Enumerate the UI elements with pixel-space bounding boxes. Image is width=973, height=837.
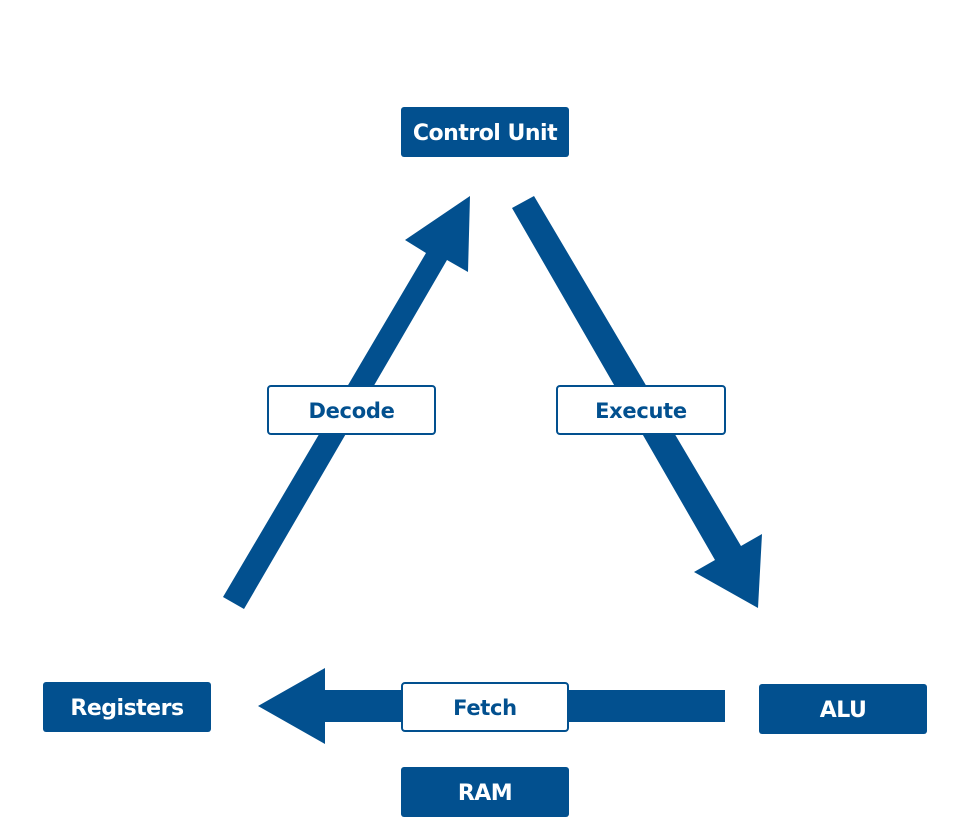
- fetch-label-box: Fetch: [401, 682, 569, 732]
- execute-label-box: Execute: [556, 385, 726, 435]
- decode-label-box: Decode: [267, 385, 436, 435]
- ram-label: RAM: [458, 781, 512, 806]
- control-unit-node: Control Unit: [401, 107, 569, 157]
- alu-node: ALU: [759, 684, 927, 734]
- registers-label: Registers: [70, 696, 184, 721]
- ram-node: RAM: [401, 767, 569, 817]
- registers-node: Registers: [43, 682, 211, 732]
- fetch-label: Fetch: [453, 696, 517, 720]
- decode-label: Decode: [308, 399, 394, 423]
- alu-label: ALU: [820, 698, 867, 723]
- execute-label: Execute: [595, 399, 687, 423]
- control-unit-label: Control Unit: [413, 121, 558, 146]
